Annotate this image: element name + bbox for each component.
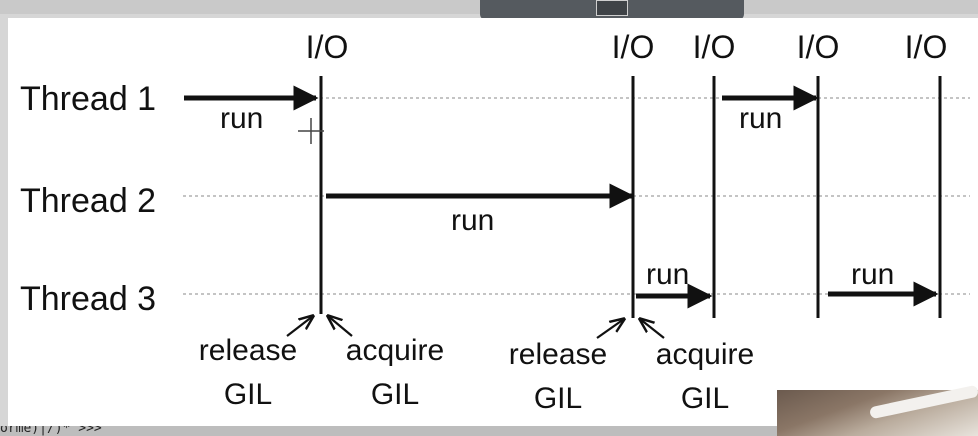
terminal-strip: orme)|/)* >>> xyxy=(0,426,978,436)
gil-label-2: GIL xyxy=(371,378,419,411)
crosshair-cursor-icon xyxy=(298,118,324,144)
release-label-1: release xyxy=(199,334,297,367)
run-label-thread-1-a: run xyxy=(220,102,263,135)
run-label-thread-3-b: run xyxy=(851,258,894,291)
control-box-icon[interactable] xyxy=(596,0,628,16)
release-label-2: release xyxy=(509,338,607,371)
gil-label-4: GIL xyxy=(681,382,729,415)
io-label-4: I/O xyxy=(797,29,840,65)
run-label-thread-3-a: run xyxy=(646,258,689,291)
video-controls-pill[interactable] xyxy=(480,0,744,20)
io-label-2: I/O xyxy=(612,29,655,65)
acquire-label-2: acquire xyxy=(656,338,754,371)
thread-1-label: Thread 1 xyxy=(20,80,156,118)
acquire-label-1: acquire xyxy=(346,334,444,367)
io-label-1: I/O xyxy=(306,29,349,65)
run-label-thread-1-b: run xyxy=(739,102,782,135)
io-label-3: I/O xyxy=(693,29,736,65)
thread-3-label: Thread 3 xyxy=(20,280,156,318)
thread-2-label: Thread 2 xyxy=(20,182,156,220)
release-pointer-1 xyxy=(286,316,313,337)
gil-label-3: GIL xyxy=(534,382,582,415)
gil-label-1: GIL xyxy=(224,378,272,411)
io-label-5: I/O xyxy=(905,29,948,65)
gil-thread-diagram: Thread 1 Thread 2 Thread 3 I/O I/O I/O I… xyxy=(20,29,970,415)
ceiling-fan-blade xyxy=(868,384,978,420)
run-label-thread-2: run xyxy=(451,204,494,237)
acquire-pointer-1 xyxy=(328,316,353,337)
terminal-text: orme)|/)* >>> xyxy=(0,426,102,436)
slide: Thread 1 Thread 2 Thread 3 I/O I/O I/O I… xyxy=(8,18,978,426)
webcam-overlay xyxy=(777,384,978,436)
acquire-pointer-2 xyxy=(640,319,665,339)
release-pointer-2 xyxy=(596,319,624,339)
